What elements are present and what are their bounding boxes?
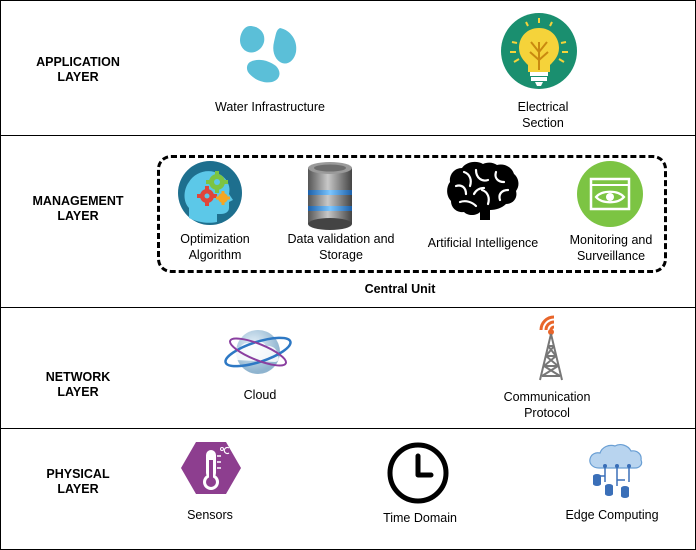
head-gears-icon xyxy=(178,161,242,225)
database-icon xyxy=(308,162,352,230)
application-layer-label: APPLICATION LAYER xyxy=(36,55,120,84)
brain-icon xyxy=(447,161,519,220)
layer-divider xyxy=(0,307,696,308)
network-layer-label: NETWORK LAYER xyxy=(45,370,111,399)
edge-cloud-icon xyxy=(589,444,643,498)
time-domain-label: Time Domain xyxy=(383,511,457,525)
antenna-tower-icon xyxy=(539,315,563,381)
physical-layer-label: PHYSICAL LAYER xyxy=(46,467,110,496)
eye-monitor-icon xyxy=(577,161,643,227)
sensors-label: Sensors xyxy=(187,508,233,522)
central-unit-boundary xyxy=(157,155,667,273)
central-unit-label: Central Unit xyxy=(364,282,436,296)
frame-left-border xyxy=(0,0,1,550)
cloud-label: Cloud xyxy=(243,388,277,402)
layer-divider xyxy=(0,135,696,136)
communication-protocol-label: Communication Protocol xyxy=(503,390,591,420)
cloud-globe-icon xyxy=(224,330,292,374)
thermometer-icon xyxy=(181,442,241,494)
artificial-intelligence-label: Artificial Intelligence xyxy=(427,236,539,250)
layer-divider xyxy=(0,428,696,429)
edge-computing-label: Edge Computing xyxy=(565,508,659,522)
optimization-algorithm-label: Optimization Algorithm xyxy=(180,232,250,262)
water-drops-icon xyxy=(240,26,297,83)
electrical-section-label: Electrical Section xyxy=(517,100,569,130)
management-layer-label: MANAGEMENT LAYER xyxy=(32,194,124,223)
frame-top-border xyxy=(0,0,696,1)
clock-icon xyxy=(387,442,449,504)
water-infrastructure-label: Water Infrastructure xyxy=(215,100,325,114)
data-validation-storage-label: Data validation and Storage xyxy=(287,232,395,262)
lightbulb-icon xyxy=(501,13,577,89)
monitoring-surveillance-label: Monitoring and Surveillance xyxy=(569,233,653,263)
